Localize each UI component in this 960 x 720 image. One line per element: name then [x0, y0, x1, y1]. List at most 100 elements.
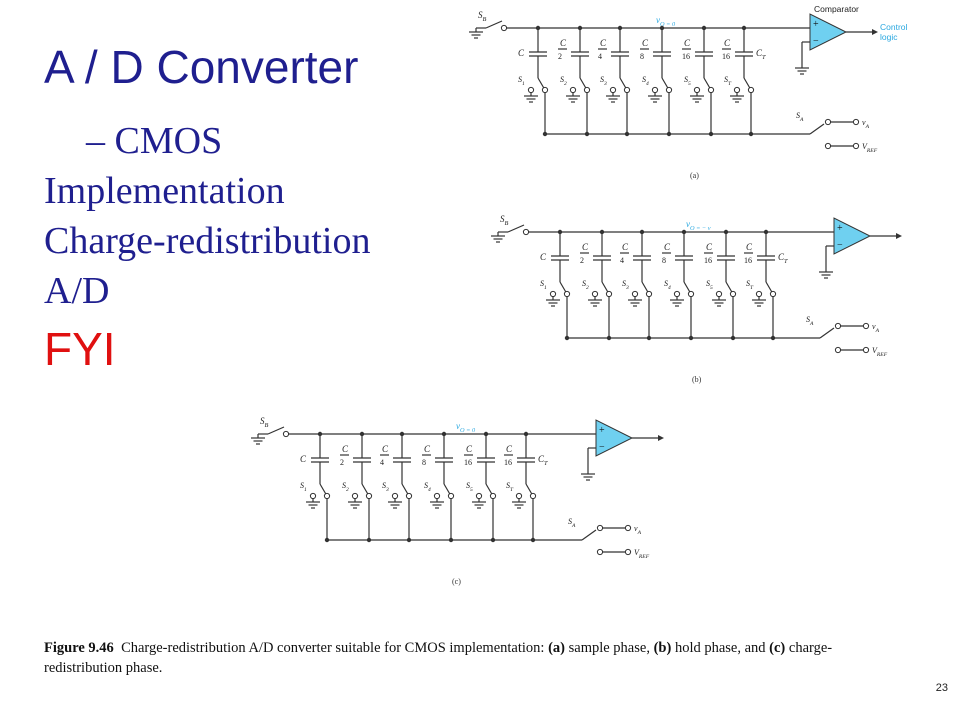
vref-label: VREF — [862, 142, 878, 154]
terminal — [673, 290, 681, 298]
terminal — [729, 290, 737, 298]
capacitor-den: 16 — [744, 256, 752, 265]
figure-caption: Figure 9.46 Charge-redistribution A/D co… — [44, 638, 904, 678]
capacitor-den: 8 — [662, 256, 666, 265]
terminal — [596, 524, 604, 532]
panel-label: (c) — [452, 577, 461, 586]
comparator-plus: + — [837, 223, 843, 234]
panel-label: (a) — [690, 171, 699, 180]
switch-label: ST — [506, 481, 514, 493]
capacitor-label: C — [622, 242, 629, 252]
terminal — [549, 290, 557, 298]
terminal — [687, 290, 695, 298]
switch-label: S4 — [642, 75, 649, 87]
switch-label: S2 — [560, 75, 567, 87]
sa-label: SA — [796, 111, 804, 123]
switch-sb — [485, 20, 503, 29]
switch-label: S5 — [684, 75, 691, 87]
subtitle-line-1: – CMOS — [86, 120, 223, 162]
terminal — [665, 86, 673, 94]
switch-sa — [819, 327, 835, 339]
va-label: vA — [862, 118, 870, 130]
terminal — [309, 492, 317, 500]
capacitor-label: C — [600, 38, 607, 48]
subtitle-line-2: Implementation — [44, 170, 285, 212]
capacitor-den: 16 — [722, 52, 730, 61]
comparator-plus: + — [813, 19, 819, 30]
switch-label: S1 — [300, 481, 307, 493]
capacitor-den: 16 — [682, 52, 690, 61]
ct-label: CT — [778, 252, 788, 265]
switch-label: S3 — [382, 481, 389, 493]
comparator-minus: − — [813, 36, 819, 47]
comparator-label: Comparator — [814, 6, 859, 14]
terminal — [433, 492, 441, 500]
terminal — [824, 118, 832, 126]
capacitor-den: 16 — [464, 458, 472, 467]
caption-text-c: charge-redistribution phase. — [44, 640, 833, 676]
control-label: Control — [880, 22, 908, 32]
figure-number: Figure 9.46 — [44, 640, 114, 656]
terminal — [715, 290, 723, 298]
capacitor-label: C — [724, 38, 731, 48]
terminal — [747, 86, 755, 94]
vo-annotation: vO = 0 — [456, 421, 476, 434]
switch-sb — [267, 426, 285, 435]
sa-label: SA — [568, 517, 576, 529]
terminal — [605, 290, 613, 298]
capacitor-den: 4 — [620, 256, 624, 265]
terminal — [651, 86, 659, 94]
capacitor-den: 2 — [558, 52, 562, 61]
terminal — [596, 548, 604, 556]
capacitor-den: 16 — [504, 458, 512, 467]
terminal — [631, 290, 639, 298]
slide-title: A / D Converter — [44, 41, 359, 93]
switch-label: S2 — [582, 279, 589, 291]
switch-label: S5 — [706, 279, 713, 291]
terminal — [623, 86, 631, 94]
vref-label: VREF — [634, 548, 650, 560]
capacitor-den: 8 — [422, 458, 426, 467]
terminal — [475, 492, 483, 500]
terminal — [500, 24, 508, 32]
comparator-triangle — [809, 13, 848, 51]
output-arrow — [658, 435, 664, 441]
terminal — [852, 118, 860, 126]
capacitor-label: C — [300, 454, 307, 464]
comparator-triangle — [595, 419, 634, 457]
sb-label: SB — [500, 214, 509, 227]
terminal — [624, 524, 632, 532]
subtitle-line-4: A/D — [44, 270, 110, 312]
comparator-minus: − — [837, 240, 843, 251]
terminal — [591, 290, 599, 298]
capacitor-den: 2 — [580, 256, 584, 265]
switch-label: S1 — [540, 279, 547, 291]
va-label: vA — [634, 524, 642, 536]
capacitor-label: C — [466, 444, 473, 454]
sb-label: SB — [478, 10, 487, 23]
switch-label: S4 — [424, 481, 431, 493]
ct-label: CT — [756, 48, 766, 61]
capacitor-label: C — [560, 38, 567, 48]
terminal — [405, 492, 413, 500]
terminal — [515, 492, 523, 500]
capacitor-label: C — [424, 444, 431, 454]
capacitor-label: C — [582, 242, 589, 252]
capacitor-label: C — [664, 242, 671, 252]
capacitor-label: C — [342, 444, 349, 454]
output-arrow — [896, 233, 902, 239]
terminal — [351, 492, 359, 500]
terminal — [529, 492, 537, 500]
output-arrow — [872, 29, 878, 35]
terminal — [707, 86, 715, 94]
comparator-plus: + — [599, 425, 605, 436]
vo-annotation: vO = 0 — [656, 15, 676, 28]
switch-label: ST — [724, 75, 732, 87]
terminal — [391, 492, 399, 500]
subtitle-line-3: Charge-redistribution — [44, 220, 371, 262]
terminal — [624, 548, 632, 556]
capacitor-label: C — [382, 444, 389, 454]
